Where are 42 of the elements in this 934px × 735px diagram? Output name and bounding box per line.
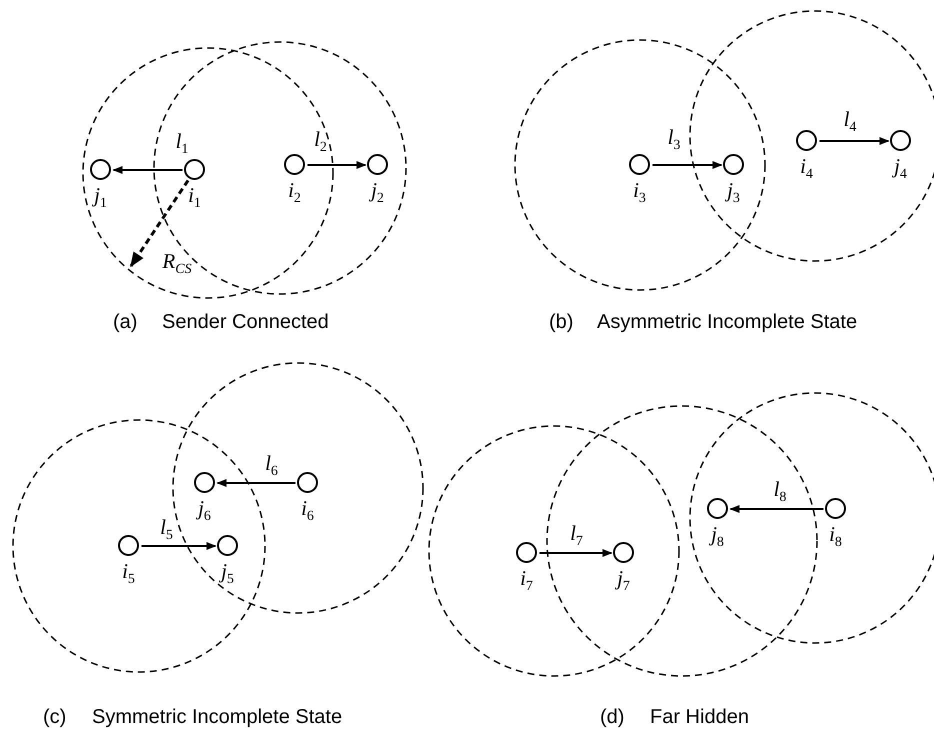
node-label: i$_{1}$ (188, 185, 201, 212)
node-label: j$_{5}$ (221, 561, 234, 588)
arrow (652, 161, 722, 169)
panel-letter: (b) (549, 312, 574, 332)
node-label: j$_{2}$ (371, 180, 384, 206)
edge-label: l$_{7}$ (569, 522, 584, 550)
edge-label: l$_{8}$ (772, 478, 788, 506)
edge-label: l$_{4}$ (842, 108, 858, 136)
arrow (820, 137, 890, 145)
arrow (730, 505, 824, 513)
panel-caption: Symmetric Incomplete State (92, 707, 342, 727)
edge-label: R$_{CS}$ (161, 250, 193, 278)
node-label: i$_{2}$ (288, 180, 301, 206)
node-label: i$_{8}$ (829, 524, 842, 550)
panel-letter: (c) (43, 707, 66, 727)
node-label: j$_{7}$ (617, 568, 630, 594)
edge-label: l$_{6}$ (264, 452, 279, 480)
node-label: i$_{6}$ (301, 498, 314, 524)
node-label: j$_{6}$ (198, 498, 211, 524)
dashed-arrow (130, 180, 190, 268)
arrow (216, 479, 296, 487)
arrow (308, 161, 366, 169)
panel-letter: (d) (600, 707, 624, 727)
node-label: i$_{5}$ (122, 561, 135, 588)
node-label: j$_{8}$ (711, 524, 724, 550)
node-label: j$_{1}$ (94, 185, 107, 212)
edge-label: l$_{5}$ (159, 516, 174, 544)
panel-caption: Sender Connected (162, 312, 329, 332)
node-label: i$_{3}$ (633, 180, 646, 206)
edge-label: l$_{3}$ (666, 126, 682, 154)
node-label: i$_{4}$ (800, 156, 813, 182)
node-label: j$_{3}$ (727, 180, 740, 206)
arrow (112, 166, 182, 174)
panel-letter: (a) (113, 312, 138, 332)
node-label: i$_{7}$ (520, 568, 533, 594)
panel-caption: Far Hidden (650, 707, 749, 727)
edge-label: l$_{1}$ (174, 130, 190, 158)
panel-caption: Asymmetric Incomplete State (597, 312, 858, 332)
node-label: j$_{4}$ (894, 156, 907, 182)
arrow (142, 542, 216, 550)
edge-label: l$_{2}$ (313, 128, 328, 156)
arrow (540, 549, 612, 557)
